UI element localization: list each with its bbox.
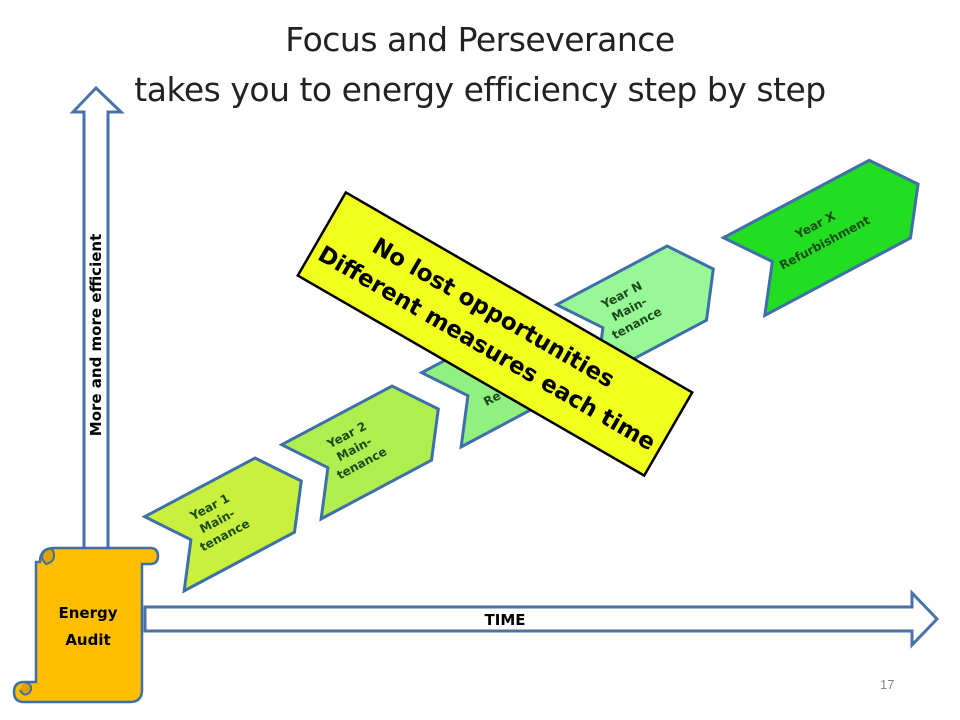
step-shape	[278, 384, 440, 522]
step-shape	[553, 244, 715, 382]
time-axis-label: TIME	[485, 611, 526, 629]
title-line-2: takes you to energy efficiency step by s…	[134, 70, 826, 109]
scroll-top-curl	[41, 547, 56, 566]
step-chevron-year-n: Year N Main- tenance	[553, 244, 715, 382]
scroll-bottom-curl	[19, 681, 33, 696]
scroll-body	[12, 546, 160, 704]
step-chevron-year-2: Year 2 Main- tenance	[278, 384, 440, 522]
energy-audit-scroll: Energy Audit	[12, 546, 160, 704]
step-shape	[720, 158, 920, 319]
efficiency-axis-arrow	[69, 85, 125, 557]
audit-label-line1: Energy	[58, 604, 117, 622]
page-number: 17	[880, 677, 895, 692]
time-axis-arrow	[143, 589, 940, 649]
banner-box	[296, 190, 694, 478]
step-chevron-year-x: Year X Refurbishment	[720, 158, 920, 319]
step-chevron-year-1: Year 1 Main- tenance	[141, 456, 303, 594]
efficiency-axis-label: More and more efficient	[87, 234, 105, 436]
step-shape	[141, 456, 303, 594]
audit-label-line2: Audit	[65, 631, 110, 649]
title-line-1: Focus and Perseverance	[285, 20, 675, 59]
